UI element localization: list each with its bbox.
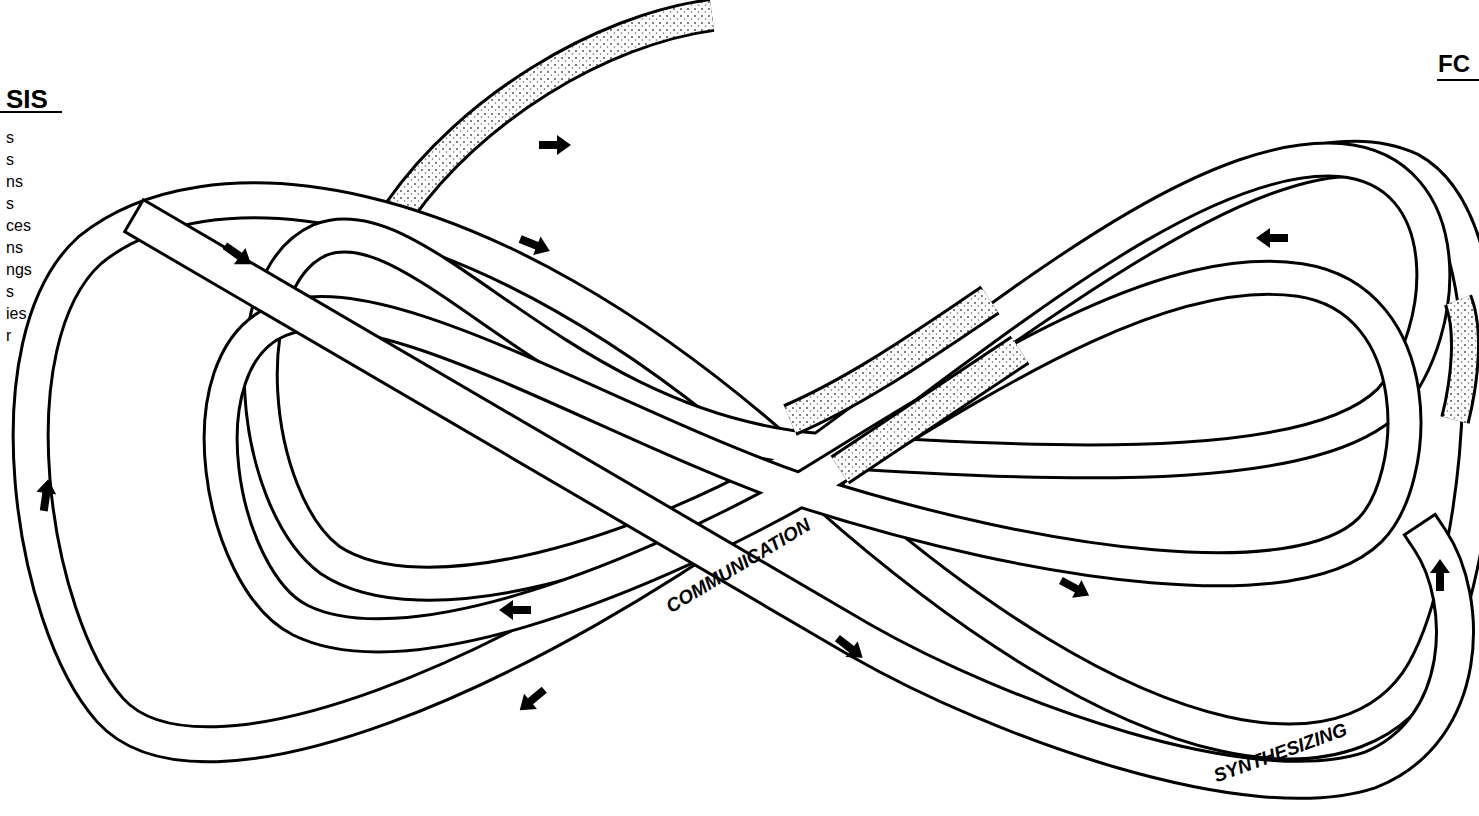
list-item: ngs: [6, 262, 32, 278]
list-item: ns: [6, 240, 23, 256]
list-item: s: [6, 152, 14, 168]
list-item: ns: [6, 174, 23, 190]
column-heading: SIS: [6, 86, 48, 112]
list-item: ies: [6, 306, 26, 322]
list-item: s: [6, 284, 14, 300]
list-item: r: [6, 328, 11, 344]
list-item: s: [6, 196, 14, 212]
list-item: ces: [6, 218, 31, 234]
column-heading: FC: [1438, 52, 1470, 76]
list-item: s: [6, 130, 14, 146]
